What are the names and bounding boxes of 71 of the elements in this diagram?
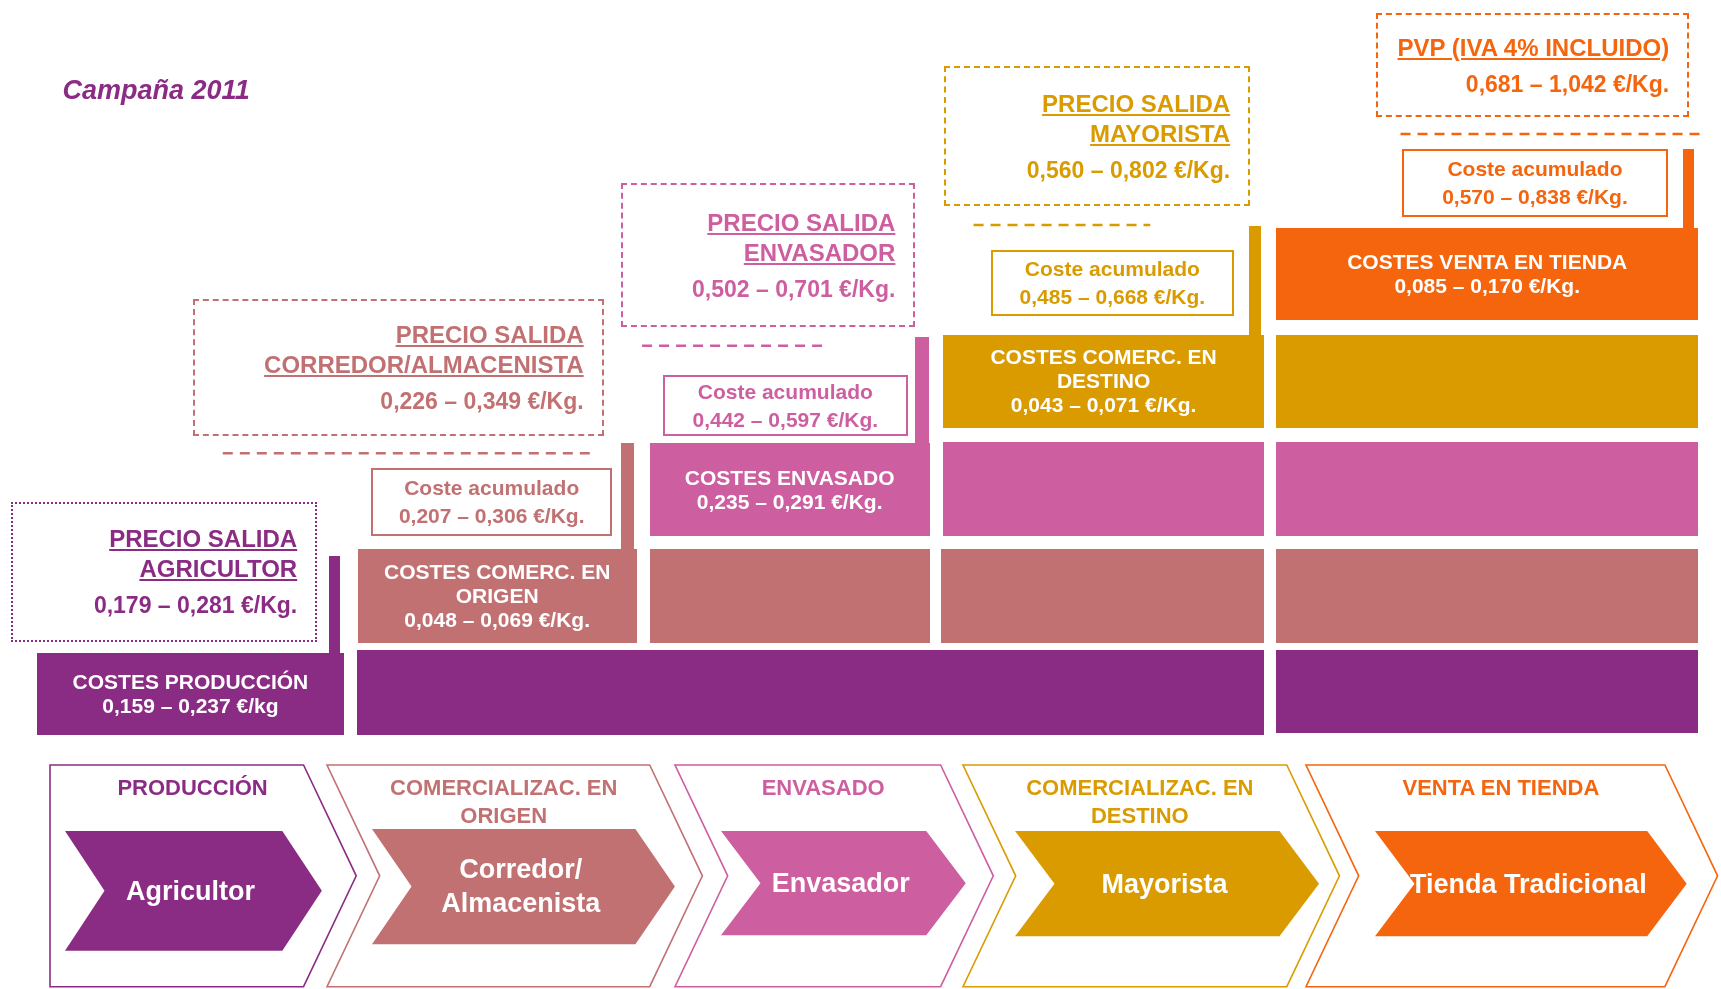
actor-label: Tienda Tradicional: [1409, 867, 1648, 901]
cost-value: 0,485 – 0,668 €/Kg.: [1019, 284, 1206, 311]
cost-bar: [357, 548, 637, 644]
price-box: [621, 183, 916, 328]
cost-bar: [942, 334, 1265, 429]
cost-value: 0,043 – 0,071 €/Kg.: [1010, 393, 1197, 418]
price-heading: PRECIO SALIDA ENVASADOR: [706, 207, 896, 268]
cost-label: COSTES COMERC. EN DESTINO: [989, 345, 1218, 394]
actor-banner: [372, 828, 675, 944]
actor-banner: [1375, 830, 1687, 937]
price-value: 0,226 – 0,349 €/Kg.: [380, 387, 584, 415]
price-value: 0,560 – 0,802 €/Kg.: [1026, 156, 1231, 184]
stage-heading: VENTA EN TIENDA: [1401, 773, 1601, 802]
cost-heading: Coste acumulado: [697, 378, 873, 405]
cost-value: 0,570 – 0,838 €/Kg.: [1442, 184, 1628, 211]
cost-bar: [1276, 228, 1698, 321]
cost-bar: [1276, 334, 1698, 429]
cost-bar: [1276, 442, 1698, 536]
actor-label: Envasador: [770, 866, 911, 900]
cost-bar: [1276, 548, 1698, 644]
price-value: 0,681 – 1,042 €/Kg.: [1465, 70, 1670, 98]
cost-bar: [356, 649, 1265, 736]
cost-value: 0,207 – 0,306 €/Kg.: [398, 502, 585, 529]
stage-heading: COMERCIALIZAC. EN DESTINO: [1025, 773, 1255, 830]
actor-banner: [1015, 830, 1320, 937]
price-heading: PRECIO SALIDA MAYORISTA: [1041, 88, 1231, 149]
stage-panel: [675, 765, 994, 987]
cost-bar: [940, 548, 1265, 644]
stage-heading: PRODUCCIÓN: [116, 773, 269, 802]
actor-label: Corredor/ Almacenista: [440, 853, 602, 921]
cost-bar: [649, 548, 930, 644]
cost-label: COSTES COMERC. EN ORIGEN: [383, 559, 612, 608]
cost-value: 0,159 – 0,237 €/kg: [102, 694, 279, 719]
cost-heading: Coste acumulado: [1024, 256, 1200, 283]
stage-heading: COMERCIALIZAC. EN ORIGEN: [389, 773, 619, 830]
cumulative-cost-box: [991, 250, 1234, 317]
price-box: [193, 298, 604, 436]
price-box: [10, 501, 318, 643]
price-value: 0,502 – 0,701 €/Kg.: [692, 275, 896, 303]
actor-banner: [64, 830, 322, 951]
title: Campaña 2011: [62, 74, 250, 106]
price-heading: PRECIO SALIDA AGRICULTOR: [108, 524, 298, 585]
stage-panel: [327, 765, 703, 987]
price-box: [1376, 13, 1690, 118]
cost-value: 0,442 – 0,597 €/Kg.: [692, 406, 879, 433]
stage-panel: [962, 765, 1340, 987]
cost-label: COSTES PRODUCCIÓN: [72, 670, 309, 695]
price-box: [943, 65, 1251, 207]
cost-bar: [942, 442, 1265, 536]
cost-heading: Coste acumulado: [404, 474, 580, 501]
cost-label: COSTES ENVASADO: [684, 465, 895, 490]
cost-value: 0,048 – 0,069 €/Kg.: [404, 607, 590, 632]
actor-label: Mayorista: [1100, 867, 1229, 901]
price-value: 0,179 – 0,281 €/Kg.: [93, 592, 298, 620]
cost-value: 0,085 – 0,170 €/Kg.: [1394, 274, 1580, 299]
price-heading: PVP (IVA 4% INCLUIDO): [1397, 32, 1670, 63]
actor-label: Agricultor: [124, 874, 256, 908]
actor-banner: [721, 830, 966, 936]
cumulative-cost-box: [370, 467, 613, 536]
price-heading: PRECIO SALIDA CORREDOR/ALMACENISTA: [263, 319, 584, 380]
cost-bar: [1276, 649, 1698, 734]
cumulative-cost-box: [1401, 149, 1669, 218]
cumulative-cost-box: [662, 375, 908, 436]
stage-heading: ENVASADO: [760, 773, 886, 802]
cost-bar: [649, 443, 930, 536]
cost-bar: [37, 653, 344, 736]
stage-panel: [50, 765, 357, 987]
stage-panel: [1306, 765, 1718, 987]
cost-label: COSTES VENTA EN TIENDA: [1347, 250, 1628, 275]
cost-heading: Coste acumulado: [1447, 156, 1623, 183]
cost-value: 0,235 – 0,291 €/Kg.: [696, 489, 883, 514]
